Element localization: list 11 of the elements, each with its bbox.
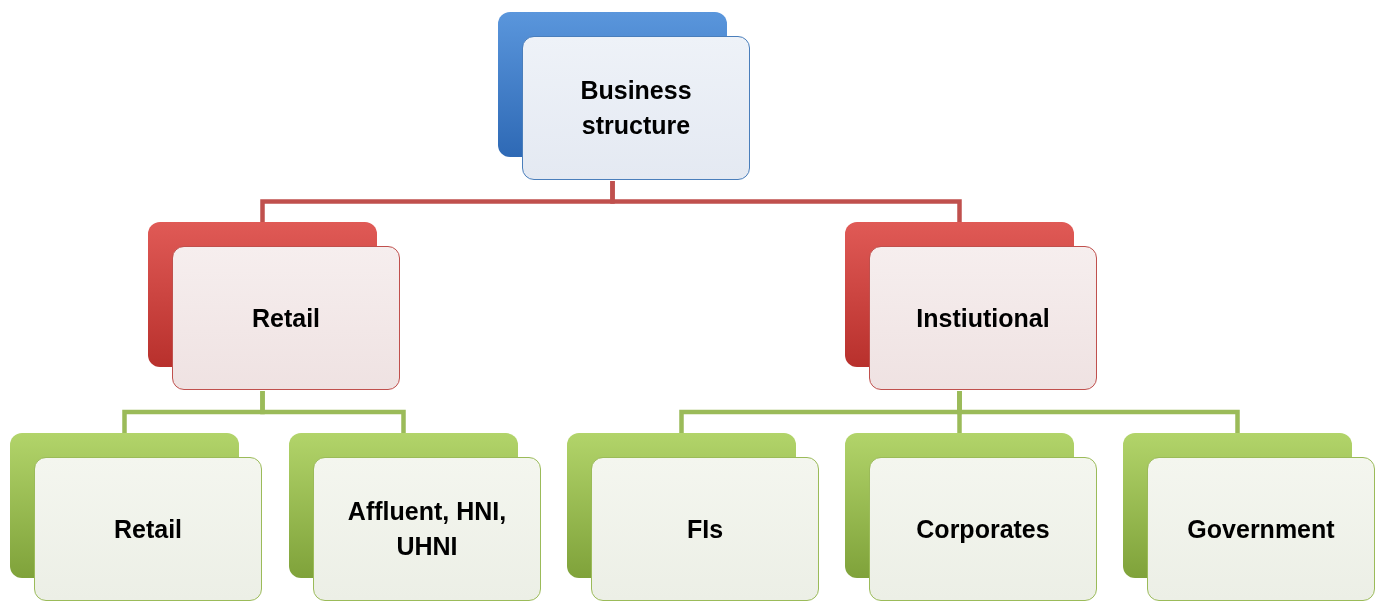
connector-line <box>260 391 406 433</box>
connector-line <box>957 391 1240 433</box>
connector-line <box>610 181 962 222</box>
node-label: Affluent, HNI, UHNI <box>346 496 508 562</box>
node-label: Retail <box>112 513 184 545</box>
node-label: Instiutional <box>915 302 1051 334</box>
node-label: Retail <box>250 302 322 334</box>
node-label: FIs <box>685 513 725 545</box>
node-label: Business structure <box>579 75 693 141</box>
node-label: Government <box>1186 513 1336 545</box>
node-label: Corporates <box>915 513 1051 545</box>
